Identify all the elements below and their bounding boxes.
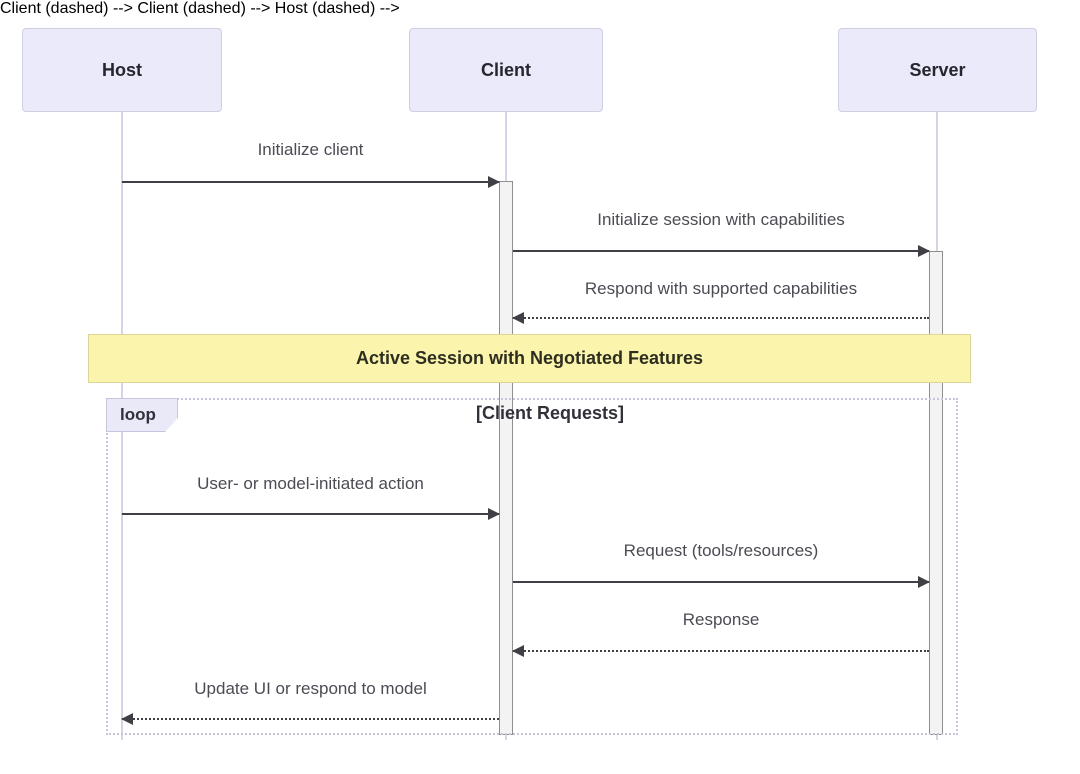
loop-frame (106, 398, 958, 735)
arrowhead-right-icon (488, 508, 500, 520)
message-arrow-initialize-client (122, 176, 500, 188)
arrowhead-right-icon (488, 176, 500, 188)
actor-server-label: Server (909, 59, 966, 80)
actor-client-label: Client (480, 59, 531, 80)
message-arrow-update-ui (121, 713, 499, 725)
message-label-update-ui: Update UI or respond to model (194, 679, 427, 698)
message-label-response: Response (682, 610, 760, 629)
arrowhead-right-icon (918, 245, 930, 257)
loop-label-tab: loop (106, 398, 178, 432)
note-active-session: Active Session with Negotiated Features (88, 334, 971, 383)
actor-host-label: Host (102, 59, 142, 80)
arrowhead-left-icon (121, 713, 133, 725)
message-arrow-initialize-session (513, 245, 930, 257)
message-label-initialize-client: Initialize client (257, 140, 364, 159)
message-label-user-action: User- or model-initiated action (197, 474, 424, 493)
message-arrow-response (512, 645, 929, 657)
actor-server: Server (838, 28, 1037, 112)
arrowhead-right-icon (918, 576, 930, 588)
actor-host: Host (22, 28, 222, 112)
message-label-respond-capabilities: Respond with supported capabilities (584, 279, 858, 298)
actor-client: Client (409, 28, 603, 112)
arrowhead-left-icon (512, 312, 524, 324)
message-arrow-request-tools (513, 576, 930, 588)
message-label-initialize-session: Initialize session with capabilities (597, 210, 845, 229)
note-text: Active Session with Negotiated Features (355, 348, 704, 368)
message-arrow-respond-capabilities (512, 312, 929, 324)
loop-condition: [Client Requests] (475, 403, 625, 423)
message-label-request-tools: Request (tools/resources) (623, 541, 819, 560)
loop-label: loop (120, 405, 156, 424)
message-arrow-user-action (122, 508, 500, 520)
arrowhead-left-icon (512, 645, 524, 657)
